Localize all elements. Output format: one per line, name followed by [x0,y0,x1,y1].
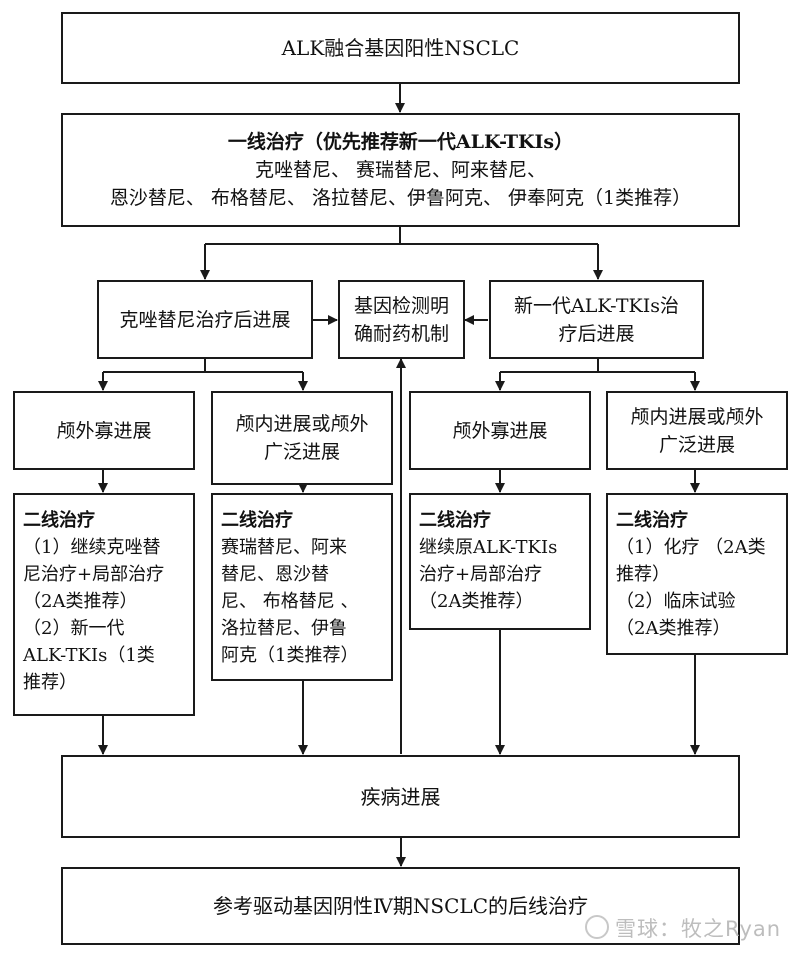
later-line-box: 参考驱动基因阴性Ⅳ期NSCLC的后线治疗 [61,867,740,945]
second-line-b-line-4: 洛拉替尼、伊鲁 [221,618,347,639]
next-gen-progress-line-2: 疗后进展 [558,322,635,345]
branch-d-box: 颅内进展或颅外 广泛进展 [606,391,788,470]
second-line-a-line-3: （2A类推荐） [23,591,138,612]
branch-c-box: 颅外寡进展 [409,391,591,470]
first-line-title: 一线治疗（优先推荐新一代ALK-TKIs） [227,131,574,153]
second-line-b-line-1: 赛瑞替尼、阿来 [221,537,347,558]
second-line-d-box: 二线治疗 （1）化疗 （2A类 推荐） （2）临床试验 （2A类推荐） [606,493,788,655]
second-line-d-line-3: （2）临床试验 [616,591,736,612]
first-line-box: 一线治疗（优先推荐新一代ALK-TKIs） 克唑替尼、 赛瑞替尼、阿来替尼、 恩… [61,113,740,227]
branch-b-line-1: 颅内进展或颅外 [235,413,369,435]
gene-test-box: 基因检测明 确耐药机制 [338,280,465,359]
second-line-a-line-1: （1）继续克唑替 [23,537,161,558]
second-line-c-line-2: 治疗+局部治疗 [419,564,543,585]
second-line-c-title: 二线治疗 [419,510,491,531]
branch-a-text: 颅外寡进展 [56,419,152,442]
second-line-a-line-5: ALK-TKIs（1类 [23,645,155,666]
crizotinib-progress-box: 克唑替尼治疗后进展 [97,280,313,359]
second-line-d-line-4: （2A类推荐） [616,618,731,639]
watermark: 雪球：牧之Ryan [585,913,781,943]
branch-d-line-1: 颅内进展或颅外 [630,405,764,428]
snowball-logo-icon [585,915,609,939]
second-line-a-box: 二线治疗 （1）继续克唑替 尼治疗+局部治疗 （2A类推荐） （2）新一代 AL… [13,493,195,716]
crizotinib-progress-text: 克唑替尼治疗后进展 [119,308,291,331]
branch-a-box: 颅外寡进展 [13,391,195,470]
gene-test-line-2: 确耐药机制 [353,322,449,345]
second-line-d-line-2: 推荐） [616,564,670,585]
second-line-b-line-3: 尼、 布格替尼 、 [221,591,359,612]
second-line-a-line-4: （2）新一代 [23,618,125,639]
second-line-b-box: 二线治疗 赛瑞替尼、阿来 替尼、恩沙替 尼、 布格替尼 、 洛拉替尼、伊鲁 阿克… [211,493,393,681]
alk-positive-text: ALK融合基因阳性NSCLC [281,36,520,60]
second-line-b-title: 二线治疗 [221,510,293,531]
second-line-d-title: 二线治疗 [616,510,688,531]
first-line-drugs-2: 恩沙替尼、 布格替尼、 洛拉替尼、伊鲁阿克、 伊奉阿克（1类推荐） [109,187,692,209]
branch-c-text: 颅外寡进展 [452,419,548,442]
second-line-c-line-1: 继续原ALK-TKIs [419,537,558,558]
second-line-a-line-6: 推荐） [23,672,77,693]
second-line-c-box: 二线治疗 继续原ALK-TKIs 治疗+局部治疗 （2A类推荐） [409,493,591,630]
gene-test-line-1: 基因检测明 [353,294,449,317]
second-line-c-line-3: （2A类推荐） [419,591,534,612]
next-gen-progress-line-1: 新一代ALK-TKIs治 [513,294,680,317]
first-line-drugs-1: 克唑替尼、 赛瑞替尼、阿来替尼、 [254,159,547,181]
alk-positive-box: ALK融合基因阳性NSCLC [61,12,740,84]
second-line-b-line-5: 阿克（1类推荐） [221,645,359,666]
disease-progress-text: 疾病进展 [360,784,441,809]
second-line-d-line-1: （1）化疗 （2A类 [616,537,766,558]
watermark-text: 雪球：牧之Ryan [615,917,782,941]
second-line-b-line-2: 替尼、恩沙替 [221,564,329,585]
branch-b-box: 颅内进展或颅外 广泛进展 [211,391,393,485]
second-line-a-title: 二线治疗 [23,510,95,531]
branch-d-line-2: 广泛进展 [658,433,735,456]
later-line-text: 参考驱动基因阴性Ⅳ期NSCLC的后线治疗 [212,894,589,918]
branch-b-line-2: 广泛进展 [263,441,340,463]
next-gen-progress-box: 新一代ALK-TKIs治 疗后进展 [489,280,704,359]
second-line-a-line-2: 尼治疗+局部治疗 [23,564,165,585]
disease-progress-box: 疾病进展 [61,755,740,838]
